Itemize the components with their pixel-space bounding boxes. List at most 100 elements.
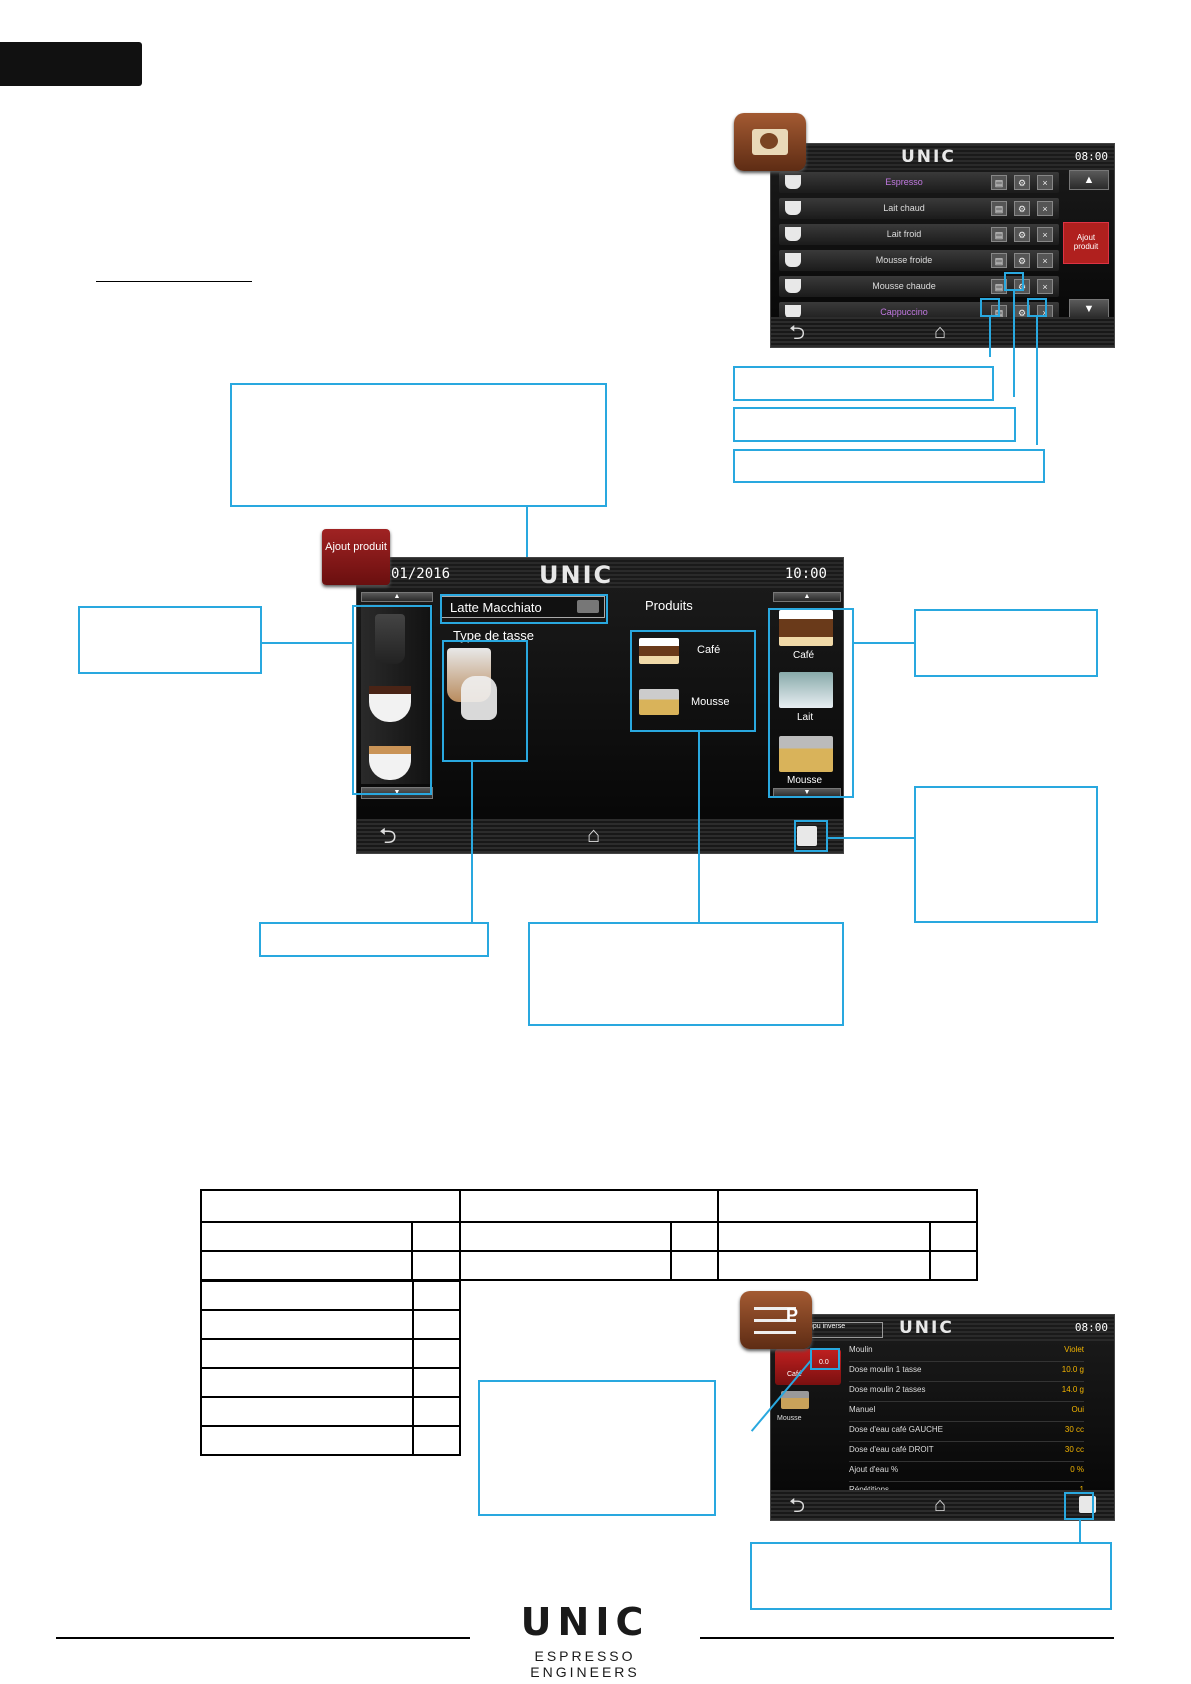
parameter-label: Ajout d'eau % (849, 1465, 899, 1474)
cafe-tab[interactable]: Café 0.0 (775, 1349, 841, 1385)
callout-name (230, 383, 607, 507)
cup-type-highlight (442, 640, 528, 762)
close-icon[interactable]: × (1037, 175, 1053, 190)
gear-icon[interactable]: ⚙ (1014, 175, 1030, 190)
copy-icon[interactable]: ▤ (991, 279, 1007, 294)
parameter-row[interactable]: Manuel Oui (849, 1405, 1084, 1422)
parameter-value: 30 cc (1064, 1425, 1084, 1434)
parameter-value: 1 (1080, 1485, 1084, 1494)
scroll-down-button[interactable]: ▼ (1069, 299, 1109, 319)
product-cafe-label: Café (697, 644, 721, 656)
product-row[interactable]: Mousse chaude▤⚙× (779, 276, 1059, 297)
product-label: Espresso (885, 177, 923, 187)
copy-icon[interactable]: ▤ (991, 201, 1007, 216)
connector-cups (262, 642, 352, 644)
cafe-value-highlight (810, 1348, 840, 1370)
close-icon[interactable]: × (1037, 279, 1053, 294)
callout-cups (78, 606, 262, 674)
cup-scroll-up[interactable]: ▲ (361, 592, 433, 602)
product-row[interactable]: Lait chaud▤⚙× (779, 198, 1059, 219)
footer-logo: UNIC (520, 1600, 650, 1644)
ingredient-mousse-thumb[interactable] (779, 736, 833, 772)
parameter-label: Manuel (849, 1405, 876, 1414)
products-highlight (630, 630, 756, 732)
blank-table-bottom (200, 1280, 462, 1456)
parameter-row[interactable]: Dose d'eau café GAUCHE 30 cc (849, 1425, 1084, 1442)
mousse-thumb[interactable] (781, 1391, 809, 1409)
ingredient-scroll-up[interactable]: ▲ (773, 592, 841, 602)
copy-icon[interactable]: ▤ (991, 253, 1007, 268)
close-icon[interactable]: × (1037, 201, 1053, 216)
gear-icon[interactable]: ⚙ (1014, 227, 1030, 242)
back-icon[interactable]: ⮌ (789, 322, 806, 344)
gear-icon[interactable]: ⚙ (1014, 201, 1030, 216)
home-icon[interactable]: ⌂ (934, 321, 947, 343)
copy-icon[interactable]: ▤ (991, 175, 1007, 190)
settings-app-icon: P (740, 1291, 812, 1349)
unic-logo: UNIC (901, 147, 956, 167)
product-name-field[interactable]: Latte Macchiato (441, 596, 605, 618)
parameter-row[interactable]: Ajout d'eau % 0 % (849, 1465, 1084, 1482)
parameter-value: 30 cc (1064, 1445, 1084, 1454)
cafe-value: 0.0 (819, 1359, 829, 1366)
parameter-label: Dose d'eau café GAUCHE (849, 1425, 944, 1434)
copy-icon[interactable]: ▤ (991, 227, 1007, 242)
callout-save (914, 786, 1098, 923)
callout-delete (733, 449, 1045, 483)
scroll-up-button[interactable]: ▲ (1069, 170, 1109, 190)
connector-copy (989, 317, 991, 357)
unic-logo: UNIC (539, 561, 614, 589)
section-underline (96, 281, 252, 282)
blank-table-top (199, 1189, 979, 1281)
add-product-button[interactable]: Ajout produit (1063, 222, 1109, 264)
keyboard-icon[interactable] (577, 600, 599, 613)
footer-line-right (700, 1637, 1114, 1639)
cup-icon (785, 253, 801, 267)
product-row[interactable]: Lait froid▤⚙× (779, 224, 1059, 245)
callout-ingredients (914, 609, 1098, 677)
add-product-screen: 01/2016 UNIC 10:00 ▲ ▼ Latte Macchiato T… (356, 557, 844, 854)
back-icon[interactable]: ⮌ (379, 823, 397, 848)
parameter-value: 0 % (1070, 1465, 1084, 1474)
cafe-tab-label: Café (787, 1371, 802, 1378)
back-icon[interactable]: ⮌ (789, 1495, 806, 1517)
clock: 08:00 (1074, 1321, 1108, 1334)
add-product-badge: Ajout produit (322, 529, 390, 585)
save-icon[interactable] (797, 826, 817, 846)
save3-highlight (1064, 1492, 1094, 1520)
product-row[interactable]: Espresso ▤ ⚙ × (779, 172, 1059, 193)
connector-settings (1013, 291, 1015, 397)
ingredient-lait-thumb[interactable] (779, 672, 833, 708)
product-label: Cappuccino (880, 307, 928, 317)
unic-logo: UNIC (899, 1318, 954, 1338)
product-row[interactable]: Mousse froide ▤ ⚙ × (779, 250, 1059, 271)
connector-delete (1036, 317, 1038, 445)
save-icon[interactable] (1079, 1496, 1096, 1513)
callout-cafe-value (478, 1380, 716, 1516)
cup-icon (785, 227, 801, 241)
cup-selector-highlight (352, 605, 432, 795)
home-icon[interactable]: ⌂ (934, 1494, 947, 1516)
ingredient-cafe-thumb[interactable] (779, 610, 833, 646)
home-icon[interactable]: ⌂ (587, 822, 601, 847)
parameter-value: Oui (1071, 1405, 1084, 1414)
parameter-value: 14.0 g (1061, 1385, 1084, 1394)
parameter-value: Violet (1064, 1345, 1084, 1354)
connector-ingredients (854, 642, 914, 644)
header-tab (0, 42, 142, 86)
close-icon[interactable]: × (1037, 227, 1053, 242)
ingredient-lait-label: Lait (797, 712, 814, 723)
gear-icon[interactable]: ⚙ (1014, 253, 1030, 268)
product-mousse-label: Mousse (691, 696, 730, 708)
ingredients-highlight (768, 608, 854, 798)
parameter-label: Répétitions (849, 1485, 889, 1494)
close-icon[interactable]: × (1037, 253, 1053, 268)
espresso-cup-icon (369, 746, 411, 780)
delete-highlight (1027, 298, 1047, 317)
product-label: Mousse froide (875, 255, 933, 265)
callout-settings (733, 407, 1016, 442)
